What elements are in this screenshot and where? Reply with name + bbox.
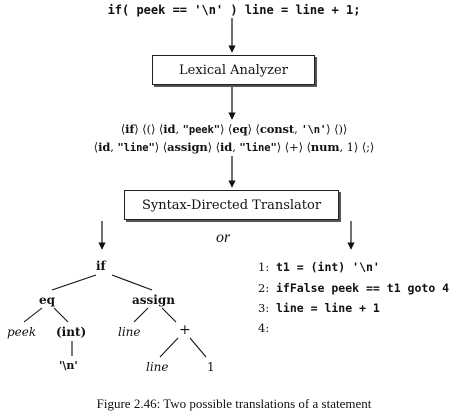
token-segment: if xyxy=(125,122,135,136)
code-line-number: 4: xyxy=(258,321,270,335)
code-line-number: 2: xyxy=(258,281,270,295)
tree-node-newline-char: '\n' xyxy=(59,359,78,372)
tree-node-int-cast: (int) xyxy=(56,325,87,339)
token-segment: , xyxy=(175,122,183,136)
token-segment: ⟩ ⟨ xyxy=(247,122,260,136)
or-label: or xyxy=(216,229,231,246)
token-segment: , 1⟩ ⟨;⟩ xyxy=(339,140,375,154)
code-line-number: 1: xyxy=(258,260,270,274)
token-segment: assign xyxy=(167,140,208,154)
tree-node-line-left: line xyxy=(118,325,141,339)
code-line: 1: t1 = (int) '\n' xyxy=(258,260,380,274)
token-segment: const xyxy=(259,122,295,136)
syntax-directed-translator-box: Syntax-Directed Translator xyxy=(124,190,339,220)
tree-node-plus: + xyxy=(179,322,191,338)
token-segment: id xyxy=(98,140,111,154)
token-segment: , xyxy=(232,140,240,154)
token-segment: "line" xyxy=(117,142,155,154)
edge-assign-line xyxy=(133,307,149,323)
token-segment: ⟩ ⟨)⟩ xyxy=(326,122,348,136)
token-segment: "peek" xyxy=(182,124,220,136)
lexical-analyzer-box: Lexical Analyzer xyxy=(152,55,315,85)
token-segment: ⟩ ⟨ xyxy=(207,140,221,154)
code-line: 3: line = line + 1 xyxy=(258,301,380,315)
edge-if-eq xyxy=(51,274,97,291)
code-line-text: ifFalse peek == t1 goto 4 xyxy=(276,281,450,295)
source-statement: if( peek == '\n' ) line = line + 1; xyxy=(107,3,361,17)
tree-node-line-right: line xyxy=(146,360,169,374)
code-line-number: 3: xyxy=(258,301,270,315)
figure-caption: Figure 2.46: Two possible translations o… xyxy=(96,396,372,411)
token-segment: ⟨ xyxy=(93,140,99,154)
edge-plus-one xyxy=(189,337,207,358)
code-line: 4: xyxy=(258,321,276,335)
token-segment: id xyxy=(163,122,176,136)
token-segment: ⟩ ⟨ xyxy=(154,140,168,154)
code-line: 2: ifFalse peek == t1 goto 4 xyxy=(258,281,449,295)
edge-plus-line xyxy=(159,337,179,358)
token-segment: num xyxy=(310,140,340,154)
tree-node-one: 1 xyxy=(207,360,215,374)
token-segment: ⟩ ⟨ xyxy=(219,122,233,136)
token-segment: '\n' xyxy=(301,124,327,136)
token-stream-line-2: ⟨id, "line"⟩ ⟨assign⟩ ⟨id, "line"⟩ ⟨+⟩ ⟨… xyxy=(0,140,468,154)
tree-node-assign: assign xyxy=(132,293,175,307)
code-line-text: t1 = (int) '\n' xyxy=(276,260,380,274)
token-segment: ⟨ xyxy=(120,122,126,136)
tree-node-if: if xyxy=(96,259,106,273)
token-segment: "line" xyxy=(239,142,277,154)
token-segment: eq xyxy=(232,122,248,136)
code-line-text: line = line + 1 xyxy=(276,301,380,315)
lexical-analyzer-label: Lexical Analyzer xyxy=(179,62,288,78)
token-segment: ⟩ ⟨(⟩ ⟨ xyxy=(134,122,164,136)
edge-eq-peek xyxy=(23,307,43,323)
tree-node-peek: peek xyxy=(7,325,37,339)
token-segment: , xyxy=(294,122,302,136)
edge-if-assign xyxy=(111,274,153,291)
tree-node-eq: eq xyxy=(39,293,56,307)
token-segment: , xyxy=(110,140,118,154)
edge-eq-int xyxy=(53,307,69,323)
syntax-directed-translator-label: Syntax-Directed Translator xyxy=(141,197,322,213)
edge-assign-plus xyxy=(161,307,177,323)
token-segment: id xyxy=(220,140,233,154)
token-segment: ⟩ ⟨+⟩ ⟨ xyxy=(276,140,311,154)
token-stream-line-1: ⟨if⟩ ⟨(⟩ ⟨id, "peek"⟩ ⟨eq⟩ ⟨const, '\n'⟩… xyxy=(0,122,468,136)
